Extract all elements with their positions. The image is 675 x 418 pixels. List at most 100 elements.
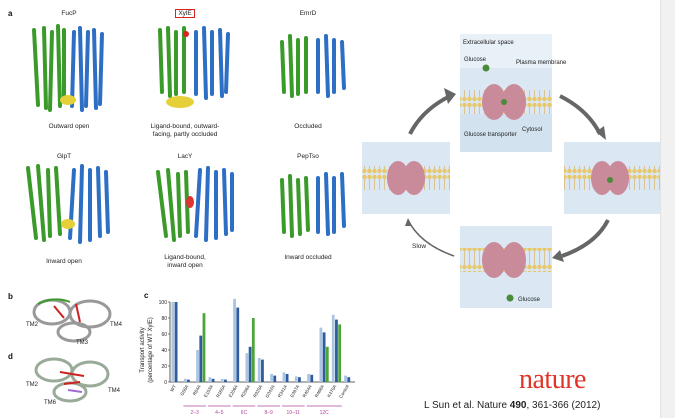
lacy-name: LacY	[177, 153, 193, 160]
xyle-structure	[158, 26, 230, 108]
bar	[273, 375, 277, 382]
panel-c-letter: c	[144, 291, 149, 300]
fucp-state: Outward open	[48, 123, 90, 130]
x-tick-label: E206A	[228, 384, 239, 398]
bar	[233, 298, 236, 382]
arrow-right-bottom	[561, 219, 610, 258]
x-tick-label: R341A	[277, 384, 288, 398]
bar	[224, 379, 227, 382]
glpt-state: Inward open	[46, 258, 82, 265]
group-label: 2–3	[190, 410, 199, 416]
y-tick-label: 20	[161, 364, 167, 370]
bar	[310, 374, 314, 382]
x-tick-label: R84A	[192, 384, 202, 396]
bar	[257, 358, 261, 382]
tm2-label-d: TM2	[26, 382, 39, 388]
tm4-label-d: TM4	[108, 388, 121, 394]
figure-frame: a FucP XylE EmrD Outward open Ligand-bou…	[8, 9, 660, 416]
arrow-slow	[407, 219, 455, 257]
x-tick-label: R160A	[215, 384, 226, 398]
bar	[347, 377, 351, 382]
bar	[294, 376, 298, 382]
bar	[338, 324, 342, 382]
fucp-structure	[32, 24, 104, 112]
x-tick-label: R329A	[252, 384, 263, 398]
tm4-label-b: TM4	[110, 322, 123, 328]
y-tick-label: 80	[161, 316, 167, 322]
x-tick-label: G342A	[264, 384, 275, 399]
extracellular-label: Extracellular space	[463, 40, 514, 46]
bar	[319, 327, 323, 382]
transport-cycle-diagram: Extracellular space Glucose Plasma membr…	[362, 34, 660, 308]
panel-b-letter: b	[8, 292, 13, 301]
tm3-label-b: TM3	[76, 340, 89, 346]
x-tick-label: E397A	[289, 384, 300, 398]
group-label: 6C	[241, 410, 248, 416]
x-tick-label: R468A	[314, 384, 325, 398]
y-tick-label: 40	[161, 348, 167, 354]
y-axis-label-2: (percentage of WT XylE)	[148, 317, 154, 383]
group-label: 8–9	[264, 410, 273, 416]
bar	[344, 375, 347, 382]
lacy-state: Ligand-bound,inward open	[164, 254, 206, 269]
bar	[307, 374, 310, 382]
arrow-top-right	[559, 94, 602, 135]
fucp-name: FucP	[61, 10, 77, 17]
bar	[251, 318, 255, 382]
chart-axes: 0 20 40 60 80 100	[159, 300, 355, 386]
cytosol-label: Cytosol	[522, 127, 542, 133]
x-tick-label: WT	[169, 384, 177, 393]
glpt-structure	[26, 164, 110, 244]
bar	[298, 377, 301, 382]
bar	[220, 378, 224, 382]
bar	[236, 307, 240, 382]
emrd-state: Occluded	[294, 123, 322, 130]
glucose-transporter-label: Glucose transporter	[464, 132, 517, 138]
x-tick-label: K470A	[326, 384, 337, 398]
bar	[248, 346, 252, 382]
bar	[211, 378, 215, 382]
emrd-structure	[280, 34, 346, 98]
panel-d-letter: d	[8, 352, 13, 361]
group-label: 10–11	[287, 410, 301, 416]
emrd-name: EmrD	[299, 10, 317, 17]
bar	[183, 378, 187, 382]
bar	[270, 374, 273, 382]
xyle-state: Ligand-bound, outward-facing, partly occ…	[150, 123, 220, 138]
y-axis-label-1: Transport activity	[140, 327, 146, 372]
bar	[208, 377, 212, 382]
y-tick-label: 100	[159, 300, 168, 306]
bar	[187, 379, 190, 382]
bar	[261, 359, 264, 382]
vertical-scrollbar[interactable]	[660, 0, 675, 418]
bar	[199, 335, 203, 382]
x-tick-label: E153A	[203, 384, 214, 398]
bar	[285, 374, 289, 382]
bar	[282, 372, 286, 382]
slow-label: Slow	[412, 243, 426, 250]
y-tick-label: 60	[161, 332, 167, 338]
y-tick-label: 0	[164, 380, 167, 386]
citation: L Sun et al. Nature 490, 361-366 (2012)	[424, 400, 601, 411]
glucose-bottom-label: Glucose	[518, 297, 541, 303]
bar	[325, 346, 329, 382]
xyle-name: XylE	[150, 9, 220, 18]
panel-b-structure: TM2 TM4 TM3	[26, 298, 123, 346]
bar	[322, 332, 326, 382]
glucose-label: Glucose	[464, 57, 487, 63]
bar	[335, 319, 338, 382]
x-tick-label: R256A	[240, 384, 251, 398]
lacy-structure	[156, 166, 234, 242]
bar	[245, 353, 249, 382]
bar	[174, 302, 178, 382]
bar	[196, 350, 199, 382]
panel-c-chart: c Transport activity (percentage of WT X…	[140, 291, 355, 416]
arrow-top-left	[408, 94, 451, 135]
x-tick-label: R404A	[301, 384, 312, 398]
bar	[171, 302, 175, 382]
plasma-membrane-label: Plasma membrane	[516, 60, 567, 66]
glpt-name: GlpT	[56, 153, 72, 160]
peptso-structure	[280, 172, 346, 238]
